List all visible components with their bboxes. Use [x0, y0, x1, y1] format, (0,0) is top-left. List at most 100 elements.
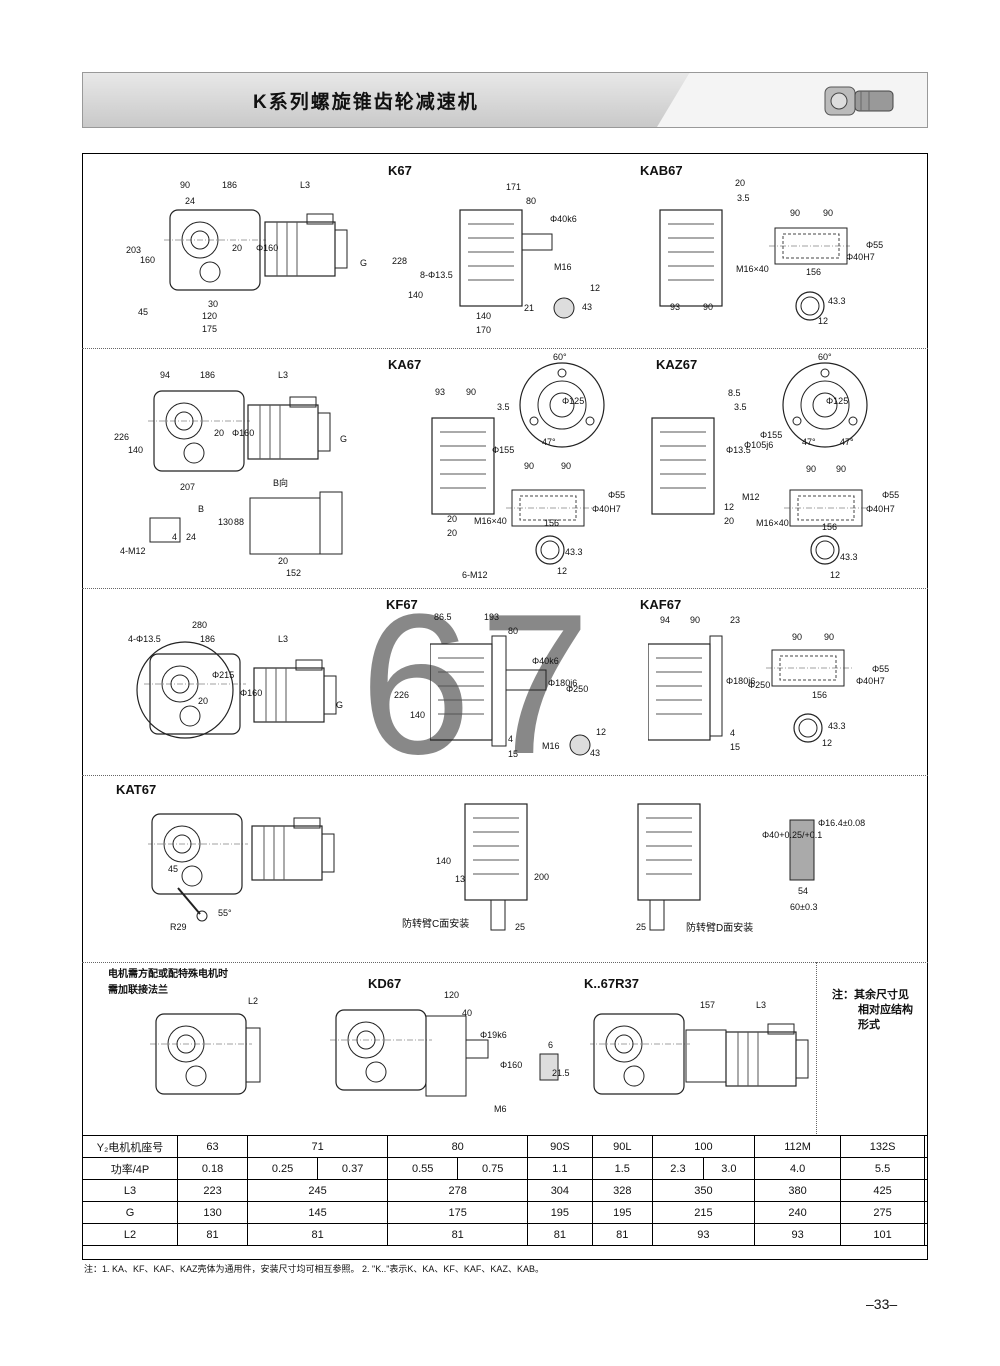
row-divider: [82, 588, 928, 589]
dim-text: 21: [524, 303, 535, 313]
dim-text: 140: [476, 311, 492, 321]
label-k67r37: K..67R37: [584, 976, 639, 991]
dim-text: Φ180j6: [726, 676, 756, 686]
dim-text: 90: [561, 461, 572, 471]
table-row-header: 功率/4P: [82, 1157, 178, 1180]
dim-text: Φ215: [212, 670, 235, 680]
dim-text: 6: [548, 1040, 554, 1050]
dim-text: B向: [273, 478, 289, 488]
dim-text: 25: [515, 922, 526, 932]
dim-text: M6: [494, 1104, 507, 1114]
dim-text: 25: [636, 922, 647, 932]
dim-text: 15: [730, 742, 741, 752]
dim-text: M16: [554, 262, 572, 272]
dim-text: M16×40: [756, 518, 789, 528]
dim-text: 88: [234, 517, 245, 527]
side-note-line: 注：其余尺寸见: [832, 989, 909, 1001]
dim-text: Φ40+0.25/+0.1: [762, 830, 823, 840]
table-cell: 245: [247, 1179, 389, 1202]
table-cell: 328: [591, 1179, 654, 1202]
dim-text: Φ55: [866, 240, 884, 250]
table-cell: 195: [527, 1201, 593, 1224]
k67-front-drawing: [163, 209, 348, 291]
dim-text: Φ16.4±0.08: [818, 818, 866, 828]
dim-text: G: [360, 258, 368, 268]
dim-text: 94: [160, 370, 171, 380]
dim-text: 43.3: [565, 547, 583, 557]
dim-text: 130: [218, 517, 234, 527]
table-cell: 130: [176, 1201, 249, 1224]
table-cell: 80: [387, 1135, 529, 1158]
table-row-header: L3: [82, 1179, 178, 1202]
flange-note-line1: 电机需方配或配特殊电机时: [108, 969, 228, 980]
dim-text: 8.5: [728, 388, 741, 398]
dim-text: Φ40H7: [856, 676, 885, 686]
dim-text: 140: [408, 290, 424, 300]
table-cell: 380: [753, 1179, 842, 1202]
table-row: 功率/4P 0.18 0.25 0.37 0.55 0.75 1.1 1.5 2…: [82, 1157, 929, 1180]
table-cell: [923, 1201, 929, 1224]
kaf67-drawing: [648, 635, 853, 743]
table-cell: 90S: [527, 1135, 593, 1158]
dim-text: 47°: [542, 437, 556, 447]
table-cell: 100: [652, 1135, 755, 1158]
side-note-line: 相对应结构: [858, 1004, 913, 1016]
flange-drawing: [150, 1013, 261, 1095]
table-row: L2 81 81 81 81 81 93 93 101: [82, 1223, 929, 1246]
dim-text: 90: [792, 632, 803, 642]
dim-text: 60°: [553, 352, 567, 362]
table-cell: 5.5: [840, 1157, 925, 1180]
table-cell: 275: [840, 1201, 925, 1224]
motor-spec-table: Y₂电机机座号 63 71 80 90S 90L 100 112M 132S 功…: [82, 1135, 929, 1246]
table-cell: 350: [652, 1179, 755, 1202]
table-cell: 425: [840, 1179, 925, 1202]
table-cell: 145: [247, 1201, 389, 1224]
dim-text: 4-Φ13.5: [128, 634, 161, 644]
row-divider: [82, 775, 928, 776]
dim-text: 226: [394, 690, 410, 700]
dim-text: 160: [140, 255, 156, 265]
kat67-bushing-drawing: [789, 819, 815, 881]
dim-text: 3.5: [737, 193, 750, 203]
dim-text: 20: [198, 696, 209, 706]
dim-text: 47°: [802, 437, 816, 447]
dim-text: Φ40H7: [866, 504, 895, 514]
dim-text: 43.3: [828, 296, 846, 306]
dim-text: 43: [590, 748, 601, 758]
dim-text: 43.3: [840, 552, 858, 562]
dim-text: 90: [790, 208, 801, 218]
dim-text: 12: [596, 727, 607, 737]
dim-text: 93: [435, 387, 446, 397]
note-divider: [816, 962, 817, 1134]
dim-text: 207: [180, 482, 196, 492]
dim-text: 186: [200, 634, 216, 644]
kf67-front-drawing: [136, 641, 337, 739]
table-cell: 81: [591, 1223, 654, 1246]
side-note: 注：其余尺寸见 相对应结构 形式: [832, 988, 922, 1033]
gearbox-thumbnail-icon: [824, 86, 894, 116]
table-cell: 0.37: [317, 1157, 389, 1180]
table-row-header: Y₂电机机座号: [82, 1135, 178, 1158]
dim-text: 21.5: [552, 1068, 570, 1078]
dim-text: 90: [690, 615, 701, 625]
dim-text: 43.3: [828, 721, 846, 731]
dim-text: G: [336, 700, 344, 710]
label-kf67: KF67: [386, 597, 418, 612]
table-cell: 0.18: [176, 1157, 249, 1180]
table-cell: 101: [840, 1223, 925, 1246]
table-cell: [923, 1179, 929, 1202]
dim-text: M12: [742, 492, 760, 502]
table-cell: [923, 1157, 929, 1180]
dim-text: 12: [557, 566, 568, 576]
kd67-drawing: [330, 1009, 559, 1097]
dim-text: 200: [534, 872, 550, 882]
label-ka67: KA67: [388, 357, 422, 372]
label-kd67: KD67: [368, 976, 402, 991]
dim-text: 4: [730, 728, 736, 738]
table-row-header: G: [82, 1201, 178, 1224]
dim-text: 3.5: [497, 402, 510, 412]
dim-text: 4-M12: [120, 546, 146, 556]
dim-text: 20: [735, 178, 746, 188]
dim-text: Φ40H7: [592, 504, 621, 514]
dim-text: 24: [185, 196, 196, 206]
